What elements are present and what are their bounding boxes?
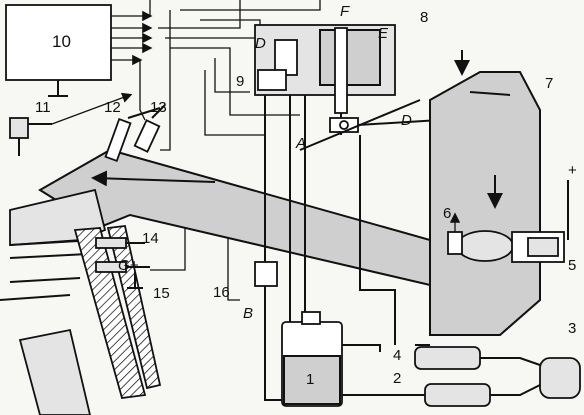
- label-D-left: D: [255, 35, 266, 52]
- control-unit: [5, 4, 112, 97]
- label-E: E: [378, 25, 389, 42]
- label-6: 6: [443, 205, 451, 222]
- label-10: 10: [52, 32, 71, 51]
- fuel-tank-1: [281, 311, 343, 407]
- label-16: 16: [213, 284, 230, 301]
- label-5: 5: [568, 257, 576, 274]
- fuel-filter-4: [414, 346, 481, 370]
- label-B: B: [243, 305, 253, 322]
- label-G: G+: [118, 257, 139, 274]
- accumulator-16: [254, 261, 278, 287]
- fuel-pump-2: [342, 383, 491, 407]
- regulator-9: [257, 69, 287, 91]
- label-4: 4: [393, 347, 401, 364]
- label-12: 12: [104, 99, 121, 116]
- temp-sensor-15: [95, 261, 150, 289]
- pressure-accumulator-3: [539, 357, 581, 399]
- throttle-switch-6: [447, 212, 463, 255]
- thermo-switch-14: [95, 237, 145, 249]
- label-plus: +: [568, 162, 577, 179]
- label-14: 14: [142, 230, 159, 247]
- label-3: 3: [568, 320, 576, 337]
- idle-valve-5: [511, 180, 569, 263]
- label-1: 1: [306, 371, 314, 388]
- label-F: F: [340, 3, 350, 20]
- sensor-11: [9, 92, 133, 156]
- valve-13: [133, 104, 166, 153]
- label-9: 9: [236, 73, 244, 90]
- labels: 10 11 12 13 14 G+ 15 16 B 1 2 3 4 5 6 7 …: [35, 3, 577, 388]
- air-intake-7: [429, 50, 541, 336]
- label-11: 11: [35, 99, 51, 116]
- label-13: 13: [150, 99, 167, 116]
- label-2: 2: [393, 370, 401, 387]
- injector-12: [104, 107, 161, 162]
- fuel-distributor: [254, 24, 441, 151]
- label-8: 8: [420, 9, 428, 26]
- label-D-right: D: [401, 112, 412, 129]
- label-7: 7: [545, 75, 553, 92]
- label-A: A: [295, 135, 306, 152]
- intake-manifold: [0, 148, 431, 415]
- label-15: 15: [153, 285, 170, 302]
